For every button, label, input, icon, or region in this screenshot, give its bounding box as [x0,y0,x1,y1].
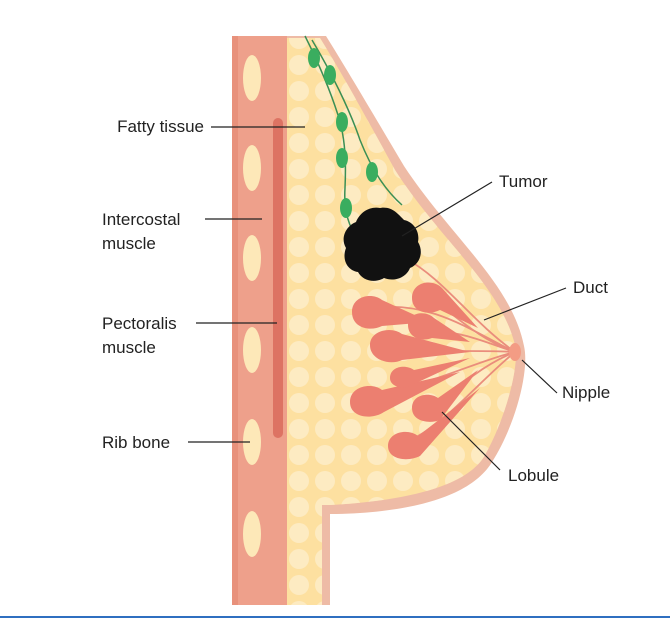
rib-bone [243,511,261,557]
label-lobule: Lobule [508,466,559,485]
leader-lines [188,126,567,471]
lymph-node [340,198,352,218]
lobule [408,313,470,342]
label-pectoralis-muscle-line2: muscle [102,338,156,357]
lobule [350,372,460,417]
rib-bone [243,55,261,101]
label-nipple: Nipple [562,383,610,402]
lobule [390,358,470,388]
rib-bone [243,419,261,465]
lymph-node [324,65,336,85]
lobule [370,329,470,363]
lymphatic-system [304,35,403,236]
lobule [388,388,480,460]
lymph-node [336,112,348,132]
lymph-node [308,48,320,68]
leader-line-nipple [521,359,558,394]
leader-line-tumor [401,181,493,237]
label-fatty-tissue: Fatty tissue [117,117,204,136]
rib-bones [243,55,261,557]
lobules [350,282,480,460]
leader-line-lobule [441,411,501,471]
label-rib-bone: Rib bone [102,433,170,452]
lymph-node [366,162,378,182]
nipple-shape [509,343,521,361]
rib-bone [243,327,261,373]
rib-bone [243,145,261,191]
lobule [412,282,478,328]
leader-line-duct [483,287,567,321]
breast-anatomy-diagram: Fatty tissue Intercostal muscle Pectoral… [102,35,610,605]
label-duct: Duct [573,278,608,297]
label-intercostal-muscle-line1: Intercostal [102,210,180,229]
lymph-node [336,148,348,168]
label-tumor: Tumor [499,172,548,191]
duct [404,257,516,353]
rib-bone [243,235,261,281]
tumor-mass [343,207,421,281]
pectoralis-muscle-band [273,118,283,438]
label-pectoralis-muscle-line1: Pectoralis [102,314,177,333]
bottom-rule [0,616,670,618]
label-intercostal-muscle-line2: muscle [102,234,156,253]
chest-wall-edge [232,36,238,605]
lobule [412,370,478,422]
lymph-vessel [311,39,403,206]
